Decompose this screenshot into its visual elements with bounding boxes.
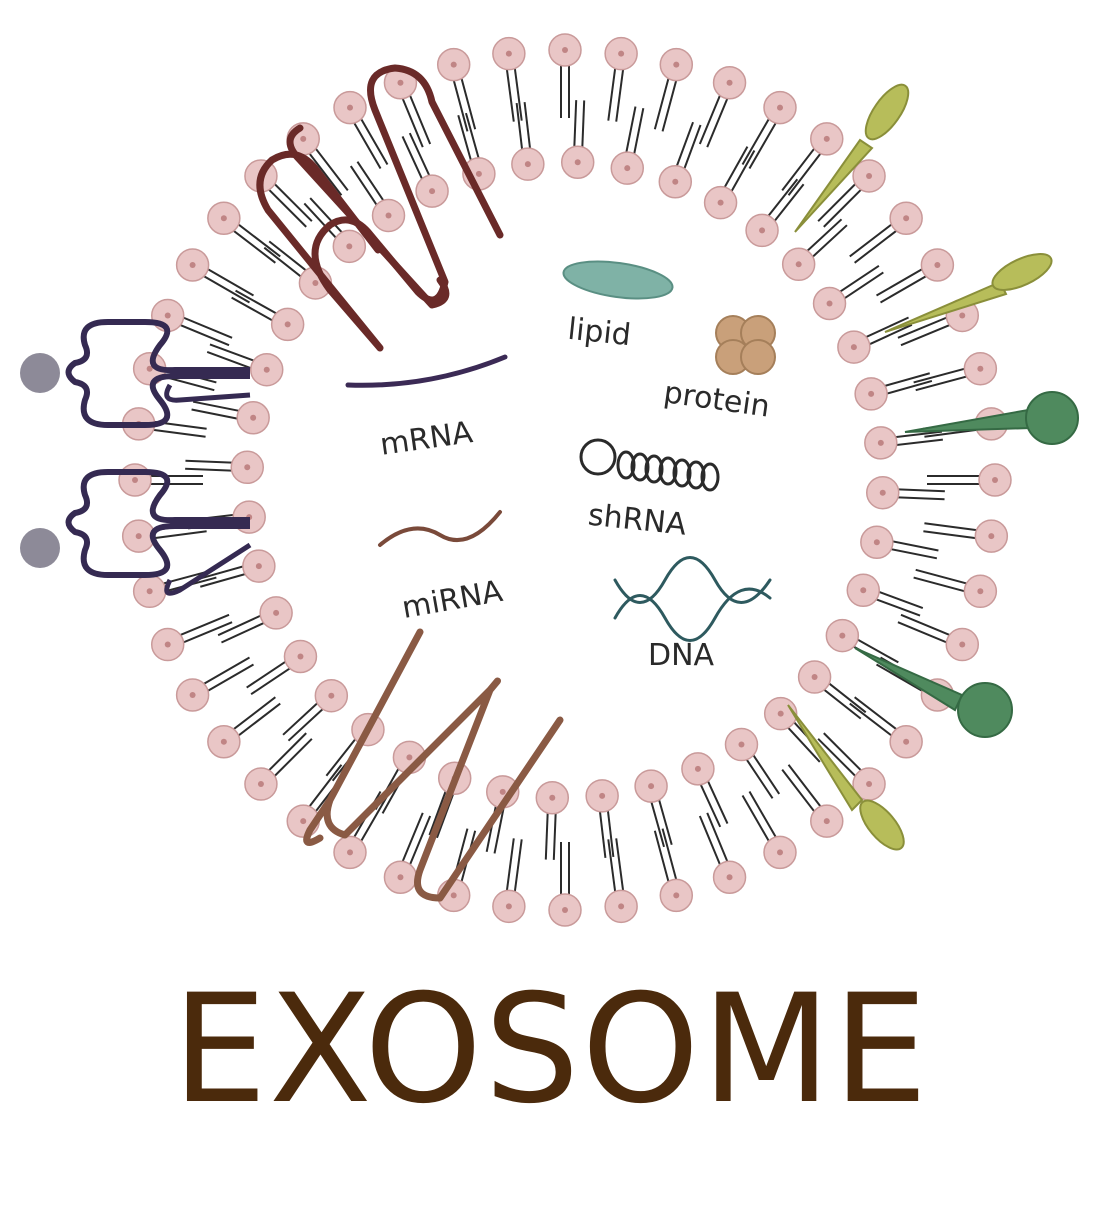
phospholipid-outer-19 [207, 696, 281, 759]
phospholipid-outer-20 [175, 656, 254, 712]
phospholipid-inner-34 [745, 178, 805, 248]
phospholipid-inner-31 [610, 106, 645, 185]
shrna-coil-icon [579, 438, 720, 492]
phospholipid-outer-13 [492, 838, 526, 924]
phospholipid-outer-0 [927, 463, 1012, 497]
receptor-ligand-top [20, 353, 60, 393]
phospholipid-outer-39 [698, 65, 747, 148]
phospholipid-inner-10 [535, 780, 570, 860]
page-title: EXOSOME [172, 963, 930, 1137]
dna-helix-icon [613, 556, 772, 642]
lipid-icon [562, 260, 674, 300]
mirna-strand-icon [378, 510, 502, 547]
phospholipid-outer-43 [849, 201, 923, 264]
phospholipid-outer-6 [817, 732, 886, 801]
phospholipid-outer-40 [741, 90, 797, 169]
phospholipid-outer-38 [653, 47, 694, 132]
phospholipid-inner-32 [658, 121, 702, 199]
phospholipid-outer-33 [383, 65, 432, 148]
phospholipid-outer-7 [781, 764, 844, 838]
phospholipid-outer-11 [604, 838, 638, 924]
shrna-label: shRNA [586, 498, 688, 543]
phospholipid-outer-21 [150, 613, 233, 662]
phospholipid-inner-18 [197, 549, 276, 588]
receptor-protein-top [20, 319, 251, 428]
phospholipid-inner-22 [206, 343, 284, 387]
phospholipid-inner-7 [681, 752, 729, 828]
phospholipid-inner-37 [837, 316, 913, 364]
phospholipid-inner-1 [860, 525, 939, 560]
phospholipid-inner-16 [246, 639, 318, 696]
phospholipid-outer-15 [383, 812, 432, 895]
phospholipid-inner-2 [846, 573, 924, 617]
phospholipid-outer-44 [876, 248, 955, 304]
phospholipid-outer-2 [913, 568, 998, 609]
phospholipid-inner-23 [231, 289, 305, 342]
phospholipid-inner-28 [457, 112, 496, 191]
olive-surface-protein-2 [884, 253, 1053, 333]
green-surface-protein-1 [904, 391, 1079, 445]
phospholipid-outer-9 [698, 812, 747, 895]
phospholipid-inner-33 [703, 146, 756, 220]
phospholipid-outer-34 [436, 47, 477, 132]
phospholipid-inner-17 [217, 596, 293, 644]
mrna-label: mRNA [378, 415, 475, 463]
phospholipid-outer-5 [849, 696, 923, 759]
receptor-ligand-bottom [20, 528, 60, 568]
phospholipid-outer-30 [244, 159, 313, 228]
phospholipid-inner-38 [854, 372, 933, 411]
phospholipid-inner-36 [812, 264, 884, 321]
olive-surface-protein-3 [787, 704, 905, 851]
phospholipid-outer-46 [913, 351, 998, 392]
olive-surface-protein-1 [794, 83, 910, 233]
phospholipid-inner-35 [781, 218, 848, 282]
phospholipid-outer-36 [548, 33, 582, 118]
phospholipid-inner-0 [865, 475, 945, 510]
phospholipid-outer-35 [492, 36, 526, 122]
phospholipid-inner-8 [634, 769, 673, 848]
lipid-label: lipid [566, 312, 632, 353]
protein-cluster-icon [715, 315, 776, 375]
phospholipid-inner-39 [864, 426, 943, 460]
receptor-protein-bottom [20, 469, 252, 596]
phospholipid-outer-10 [653, 828, 694, 913]
phospholipid-outer-29 [207, 201, 281, 264]
phospholipid-inner-21 [191, 400, 270, 435]
phospholipid-inner-6 [724, 727, 781, 799]
phospholipid-inner-27 [401, 132, 449, 208]
phospholipid-outer-3 [897, 613, 980, 662]
green-surface-protein-2 [854, 647, 1013, 738]
lipid-bilayer [118, 33, 1012, 927]
protein-label: protein [661, 375, 771, 425]
phospholipid-inner-4 [797, 660, 867, 720]
transmembrane-protein-bottom [303, 628, 564, 902]
dna-label: DNA [648, 638, 715, 673]
phospholipid-outer-32 [333, 90, 389, 169]
phospholipid-outer-8 [741, 791, 797, 870]
phospholipid-outer-42 [817, 159, 886, 228]
mrna-strand-icon [345, 354, 508, 388]
phospholipid-outer-12 [548, 842, 582, 927]
phospholipid-inner-30 [560, 100, 595, 180]
phospholipid-outer-41 [781, 122, 844, 196]
transmembrane-protein-top [256, 64, 504, 352]
phospholipid-inner-26 [349, 161, 406, 233]
phospholipid-outer-18 [244, 732, 313, 801]
phospholipid-outer-17 [286, 764, 349, 838]
phospholipid-inner-29 [511, 102, 545, 181]
phospholipid-outer-37 [604, 36, 638, 122]
phospholipid-outer-28 [175, 248, 254, 304]
transmembrane-protein-top-loop [286, 124, 450, 309]
exosome-diagram: lipid protein mRNA shRNA miRNA [20, 33, 1079, 927]
phospholipid-outer-1 [923, 519, 1009, 553]
phospholipid-inner-20 [185, 450, 265, 485]
phospholipid-inner-15 [282, 678, 349, 742]
phospholipid-inner-9 [585, 779, 619, 858]
